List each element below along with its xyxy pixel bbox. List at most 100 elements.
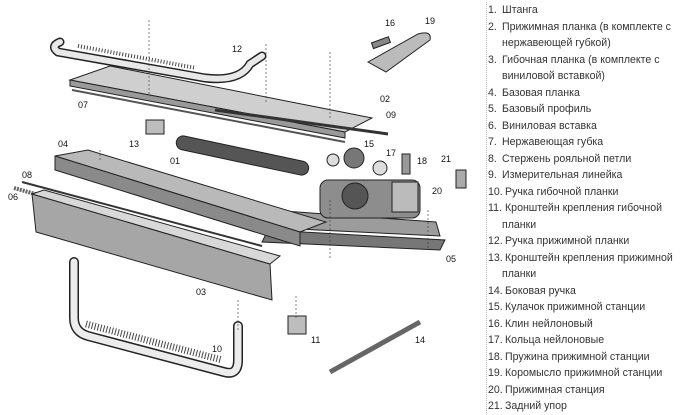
part-number: 11. [488,202,502,214]
part-name: Задний упор [505,400,567,412]
parts-list: 1. Штанга 2. Прижимная планка (в комплекте… [488,2,700,415]
back-stop [455,169,467,189]
callout-09: 09 [386,110,396,120]
parts-list-item: 4. Базовая планка [488,85,698,102]
callout-17: 17 [386,148,396,158]
part-number: 16. [488,317,503,330]
parts-list-item: 6. Виниловая вставка [488,118,698,135]
parts-list-item: 14.Боковая ручка [488,283,698,300]
nylon-ring [326,153,340,167]
folding-bar-bracket [287,315,307,335]
parts-list-item: 8. Стержень рояльной петли [488,151,698,168]
part-name: Ручка прижимной планки [505,235,630,247]
part-name: Базовый профиль [502,103,592,115]
part-name: Пружина прижимной станции [505,350,650,363]
part-number: 10. [488,185,503,198]
base-profile-front [261,229,446,251]
parts-list-item: 2. Прижимная планка (в комплекте с нержав… [488,19,698,52]
part-number: 4. [488,86,497,99]
parts-list-item: 21.Задний упор [488,398,698,415]
callout-02: 02 [380,94,390,104]
parts-list-item: 19.Коромысло прижимной станции [488,365,698,382]
parts-list-item: 11.Кронштейн крепления гибочной планки [488,200,698,233]
parts-list-item: 10.Ручка гибочной планки [488,184,698,201]
parts-list-item: 18.Пружина прижимной станции [488,349,698,366]
part-number: 19. [488,367,503,379]
part-name: Коромысло прижимной станции [505,367,663,379]
part-name: Кронштейн крепления прижимной планки [502,251,673,281]
parts-list-item: 5. Базовый профиль [488,101,698,118]
exploded-assembly-drawing: 01 02 03 04 05 06 07 08 09 10 11 12 13 1… [8,16,467,378]
part-number: 17. [488,334,503,346]
callout-12: 12 [232,44,242,54]
callout-01: 01 [170,156,180,166]
callout-07: 07 [78,100,88,110]
callout-13: 13 [129,139,139,149]
part-name: Прижимная планка (в комплекте с нержавею… [502,20,671,50]
part-number: 8. [488,152,497,165]
part-number: 12. [488,235,503,247]
side-handle [328,319,422,375]
parts-list-item: 20.Прижимная станция [488,382,698,399]
part-number: 1. [488,4,497,16]
part-number: 2. [488,20,497,33]
callout-05: 05 [446,254,456,264]
parts-legend: 1. Штанга 2. Прижимная планка (в комплекте… [486,2,700,413]
part-number: 21. [488,400,503,412]
part-number: 5. [488,103,497,115]
callout-10: 10 [212,344,222,354]
part-number: 6. [488,119,497,132]
part-number: 9. [488,169,497,181]
part-name: Гибочная планка (в комплекте с виниловой… [502,53,660,83]
part-name: Клин нейлоновый [505,317,593,330]
parts-list-item: 17.Кольца нейлоновые [488,332,698,349]
callout-21: 21 [441,154,451,164]
part-name: Ручка гибочной планки [505,185,619,198]
part-name: Базовая планка [502,86,580,99]
parts-list-item: 16.Клин нейлоновый [488,316,698,333]
measuring-ruler [214,108,389,136]
part-number: 3. [488,53,497,66]
part-name: Стержень рояльной петли [502,152,632,165]
clamp-spring [401,153,411,175]
leader-lines [99,20,429,330]
clamping-station [319,179,421,219]
parts-list-item: 13.Кронштейн крепления прижимной планки [488,250,698,283]
parts-list-item: 12.Ручка прижимной планки [488,233,698,250]
parts-list-item: 15.Кулачок прижимной станции [488,299,698,316]
part-name: Кулачок прижимной станции [505,301,646,313]
callout-03: 03 [196,287,206,297]
callout-19: 19 [425,16,435,26]
part-name: Кольца нейлоновые [505,334,605,346]
callout-16: 16 [385,18,395,28]
folding-bar-handle [69,257,243,378]
part-number: 15. [488,301,503,313]
part-name: Прижимная станция [505,383,605,396]
parts-list-item: 1. Штанга [488,2,698,19]
callout-18: 18 [417,156,427,166]
callout-11: 11 [311,335,320,345]
part-name: Измерительная линейка [502,169,623,181]
callout-04: 04 [58,139,68,149]
part-name: Нержавеющая губка [502,136,604,148]
part-number: 18. [488,350,503,363]
clamp-cam [343,147,365,169]
piano-hinge-rod [21,181,263,247]
parts-list-item: 9. Измерительная линейка [488,167,698,184]
part-name: Штанга [502,4,538,16]
callout-15: 15 [364,139,374,149]
part-name: Боковая ручка [505,284,576,297]
part-name: Виниловая вставка [502,119,597,132]
nylon-ring-2 [372,160,388,176]
folding-bar-top [30,189,282,265]
part-number: 13. [488,251,503,264]
nylon-wedge [370,36,392,50]
part-number: 7. [488,136,497,148]
clamp-bar-bracket [145,119,165,135]
part-number: 20. [488,383,503,396]
parts-list-item: 3. Гибочная планка (в комплекте с винилов… [488,52,698,85]
parts-list-item: 7. Нержавеющая губка [488,134,698,151]
callouts: 01 02 03 04 05 06 07 08 09 10 11 12 13 1… [8,16,456,354]
rocker-arm [366,32,431,73]
callout-06: 06 [8,192,18,202]
